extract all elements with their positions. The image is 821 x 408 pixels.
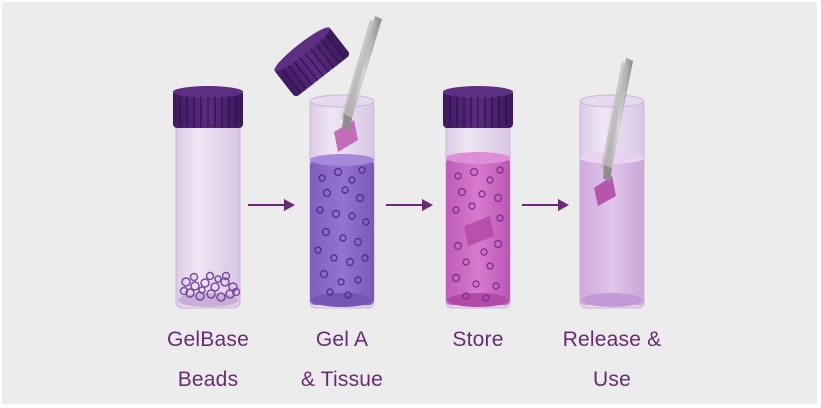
label-line-2: Use [593, 368, 631, 391]
step-label-gel-a-tissue: Gel A & Tissue [282, 320, 402, 400]
gel-bubbles [314, 166, 370, 299]
tweezers-icon [601, 58, 633, 182]
vial-cap [443, 86, 513, 128]
step-label-gelbase-beads: GelBase Beads [148, 320, 268, 400]
right-arrow-icon [386, 199, 433, 211]
label-line-1: Release & [562, 328, 662, 351]
step-label-release-use: Release & Use [552, 320, 672, 400]
vial-release-use [579, 58, 645, 309]
label-line-2: Beads [177, 368, 239, 391]
label-line-1: GelBase [167, 328, 249, 351]
vial-cap-open [274, 27, 350, 97]
vial-gel-a-tissue [274, 16, 382, 309]
diagram-panel [2, 2, 817, 404]
right-arrow-icon [522, 199, 569, 211]
step-label-store: Store [418, 320, 538, 360]
beads [179, 271, 241, 302]
vial-gelbase-beads [173, 86, 243, 309]
label-line-1: Store [452, 328, 504, 351]
right-arrow-icon [248, 199, 295, 211]
tissue-slice-icon [334, 120, 358, 152]
tissue-slice-icon [594, 176, 616, 206]
label-line-2: & Tissue [300, 368, 384, 391]
gel-bubbles [451, 166, 504, 302]
tissue-slice-icon [464, 216, 494, 246]
vial-store [443, 86, 513, 309]
vial-cap [173, 86, 243, 128]
tweezers-icon [341, 16, 382, 132]
label-line-1: Gel A [315, 328, 369, 351]
